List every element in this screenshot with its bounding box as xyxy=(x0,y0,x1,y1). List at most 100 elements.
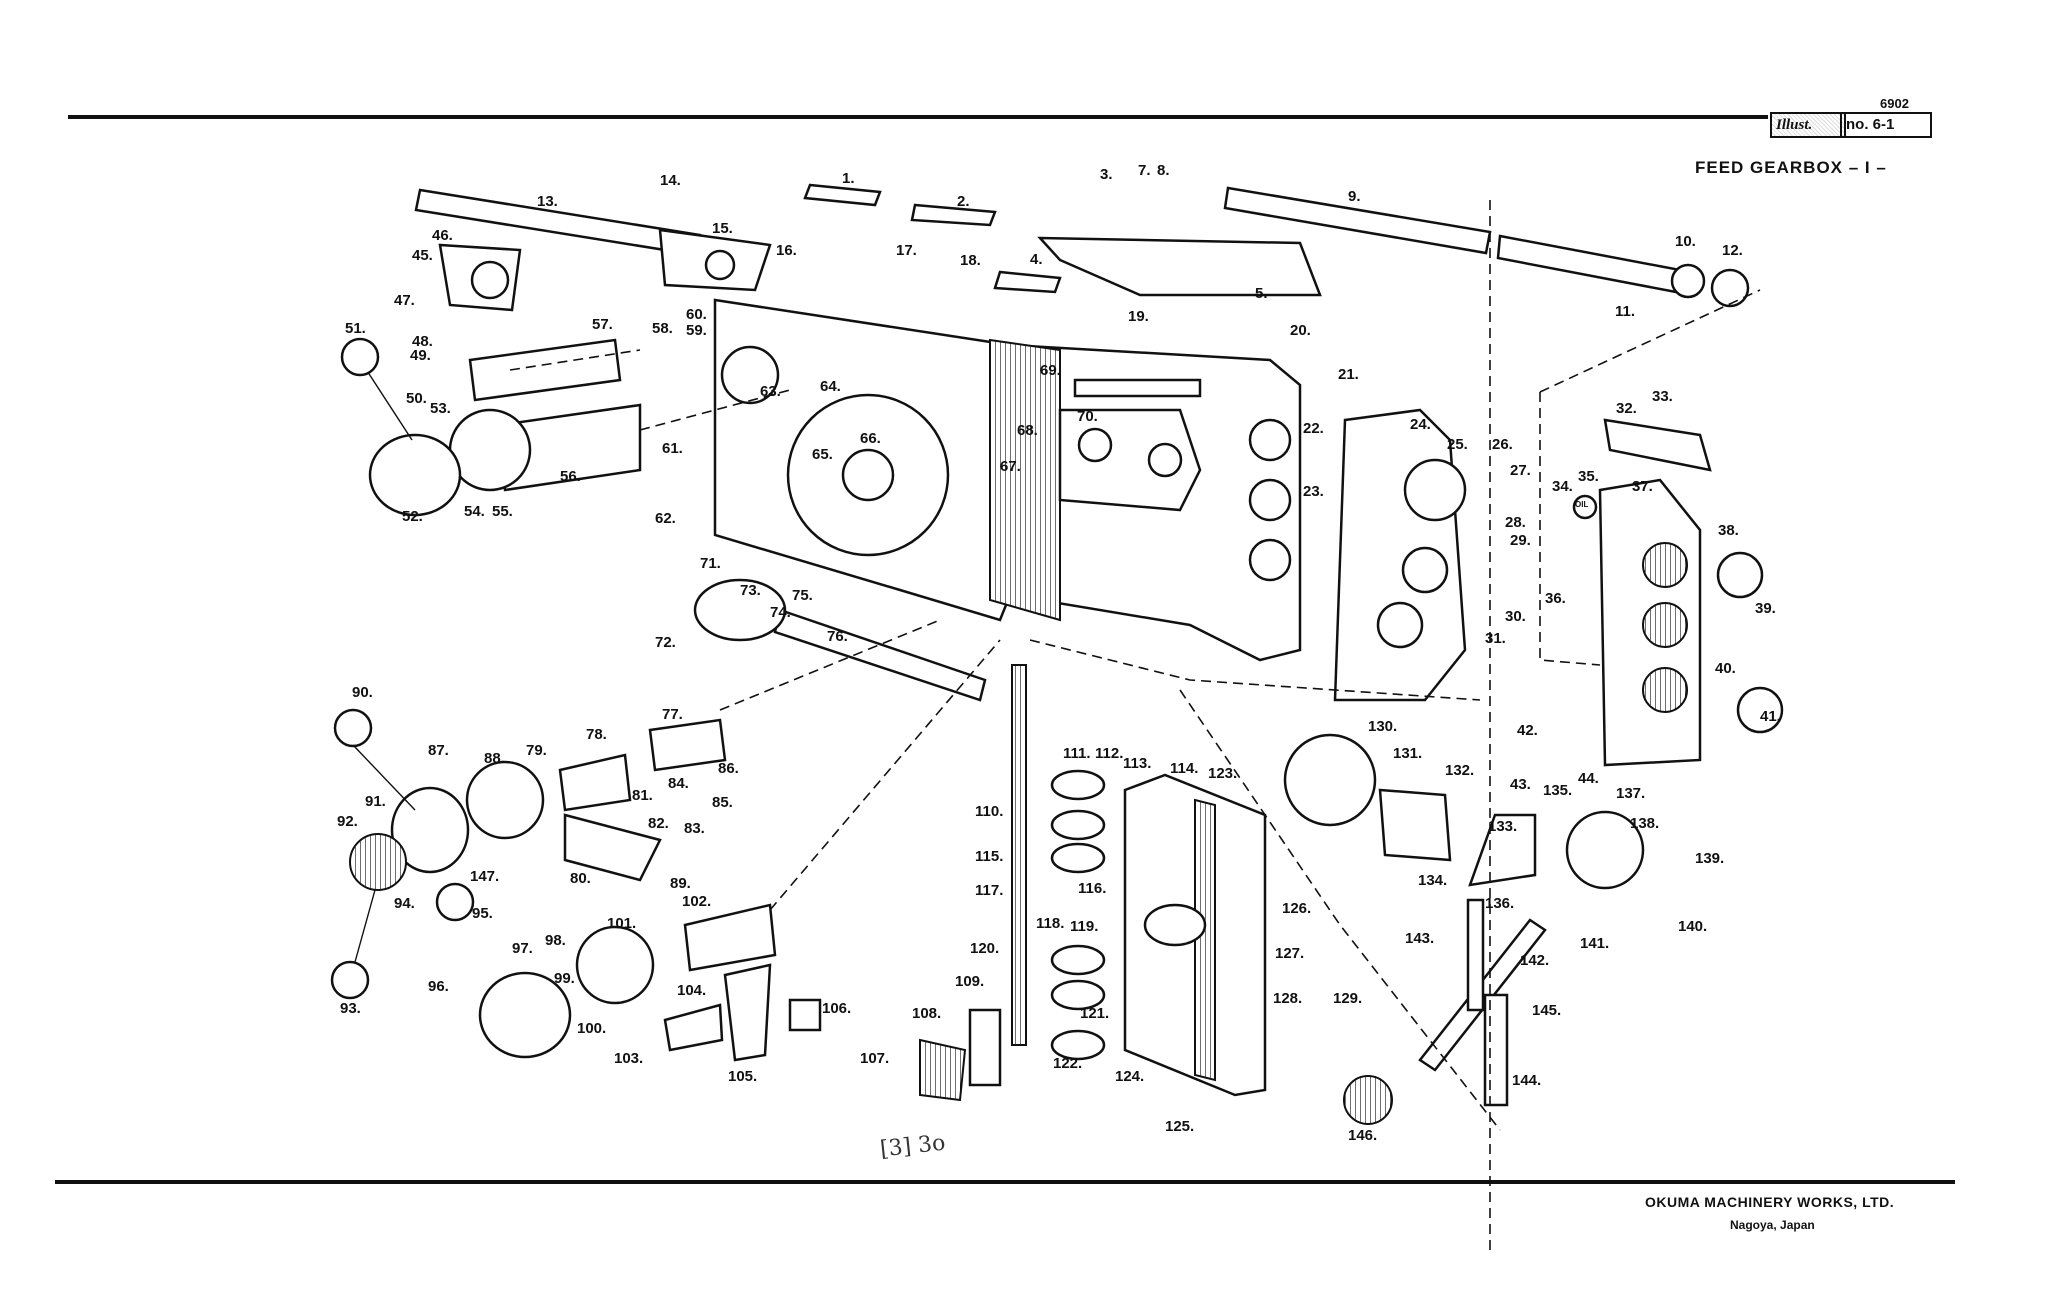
part-label: 104. xyxy=(677,982,707,999)
top-cover xyxy=(1037,236,1322,297)
part-label: 131. xyxy=(1393,745,1423,762)
part-label: 91. xyxy=(365,793,386,810)
part-label: 86. xyxy=(718,760,739,777)
footer-rule xyxy=(55,1180,1955,1184)
bracket-108 xyxy=(919,1038,967,1102)
part-label: 99. xyxy=(554,970,575,987)
bushing-40 xyxy=(1736,686,1784,734)
part-label: 48. xyxy=(412,333,433,350)
part-label: 36. xyxy=(1545,590,1566,607)
cover-plate-4 xyxy=(993,270,1062,294)
part-label: 111. xyxy=(1063,745,1091,762)
collar-115 xyxy=(1050,842,1106,874)
part-label: 141. xyxy=(1580,935,1610,952)
part-label: 89. xyxy=(670,875,691,892)
part-label: 43. xyxy=(1510,776,1531,793)
plate-32 xyxy=(1603,418,1712,472)
part-label: 51. xyxy=(345,320,366,337)
part-label: 103. xyxy=(614,1050,644,1067)
part-label: 118. xyxy=(1036,915,1065,932)
part-label: 93. xyxy=(340,1000,361,1017)
hub-138 xyxy=(1565,810,1645,890)
illustration-number-badge: no. 6-1 xyxy=(1840,112,1932,138)
part-label: 147. xyxy=(470,868,500,885)
part-label: 123. xyxy=(1208,765,1238,782)
part-label: 105. xyxy=(728,1068,758,1085)
part-label: 138. xyxy=(1630,815,1660,832)
part-label: 67. xyxy=(1000,458,1021,475)
part-label: 29. xyxy=(1510,532,1531,549)
part-label: 121. xyxy=(1080,1005,1110,1022)
part-label: 7. xyxy=(1138,162,1151,179)
part-label: 132. xyxy=(1445,762,1475,779)
handle-ball-95 xyxy=(435,882,475,922)
part-label: 42. xyxy=(1517,722,1538,739)
block-106 xyxy=(788,998,822,1032)
plate-136 xyxy=(1468,813,1537,887)
part-label: 57. xyxy=(592,316,613,333)
knob-97 xyxy=(478,971,572,1059)
part-label: 19. xyxy=(1128,308,1149,325)
collar-122 xyxy=(1050,1029,1106,1061)
spline-shaft-9b xyxy=(1496,234,1682,294)
part-label: 14. xyxy=(660,172,681,189)
part-label: 69. xyxy=(1040,362,1061,379)
part-label: 97. xyxy=(512,940,533,957)
part-label: 62. xyxy=(655,510,676,527)
part-label: 100. xyxy=(577,1020,607,1037)
part-label: 96. xyxy=(428,978,449,995)
part-label: 33. xyxy=(1652,388,1673,405)
part-label: 2. xyxy=(957,193,970,210)
part-label: 27. xyxy=(1510,462,1531,479)
part-label: 35. xyxy=(1578,468,1599,485)
part-label: 115. xyxy=(975,848,1004,865)
pin-104 xyxy=(663,1003,724,1052)
document-number: 6902 xyxy=(1880,96,1909,111)
part-label: 63. xyxy=(760,383,781,400)
part-label: 144. xyxy=(1512,1072,1542,1089)
part-label: 107. xyxy=(860,1050,890,1067)
part-label: 120. xyxy=(970,940,1000,957)
handle-ball-90 xyxy=(333,708,373,748)
gear-shaft-102 xyxy=(683,903,777,972)
part-label: 40. xyxy=(1715,660,1736,677)
part-label: 119. xyxy=(1070,918,1099,935)
bushing-38 xyxy=(1716,551,1764,599)
part-label: 135. xyxy=(1543,782,1573,799)
flange-88 xyxy=(465,760,545,840)
part-label: 75. xyxy=(792,587,813,604)
part-label: 108. xyxy=(912,1005,942,1022)
collar-113 xyxy=(1050,809,1106,841)
handle-ball-51 xyxy=(340,337,380,377)
part-label: 92. xyxy=(337,813,358,830)
part-label: 55. xyxy=(492,503,513,520)
part-label: 39. xyxy=(1755,600,1776,617)
part-label: 139. xyxy=(1695,850,1725,867)
sleeve-78 xyxy=(558,753,632,812)
handle-ball-93 xyxy=(330,960,370,1000)
bearing-cover-26 xyxy=(1403,458,1467,522)
part-label: 8. xyxy=(1157,162,1170,179)
part-label: 66. xyxy=(860,430,881,447)
part-label: 16. xyxy=(776,242,797,259)
part-label: 126. xyxy=(1282,900,1312,917)
part-label: 146. xyxy=(1348,1127,1378,1144)
part-label: 3. xyxy=(1100,166,1113,183)
part-label: 140. xyxy=(1678,918,1708,935)
part-label: 125. xyxy=(1165,1118,1195,1135)
part-label: 142. xyxy=(1520,952,1550,969)
hub-91 xyxy=(390,786,470,874)
part-label: 26. xyxy=(1492,436,1513,453)
part-label: 70. xyxy=(1077,408,1098,425)
part-label: 128. xyxy=(1273,990,1303,1007)
header-rule xyxy=(68,115,1768,119)
part-label: 114. xyxy=(1170,760,1199,777)
part-label: 4. xyxy=(1030,251,1043,268)
part-label: 34. xyxy=(1552,478,1573,495)
part-label: 137. xyxy=(1616,785,1646,802)
part-label: 25. xyxy=(1447,436,1468,453)
company-name: OKUMA MACHINERY WORKS, LTD. xyxy=(1645,1194,1895,1210)
part-label: 145. xyxy=(1532,1002,1562,1019)
part-label: 77. xyxy=(662,706,683,723)
